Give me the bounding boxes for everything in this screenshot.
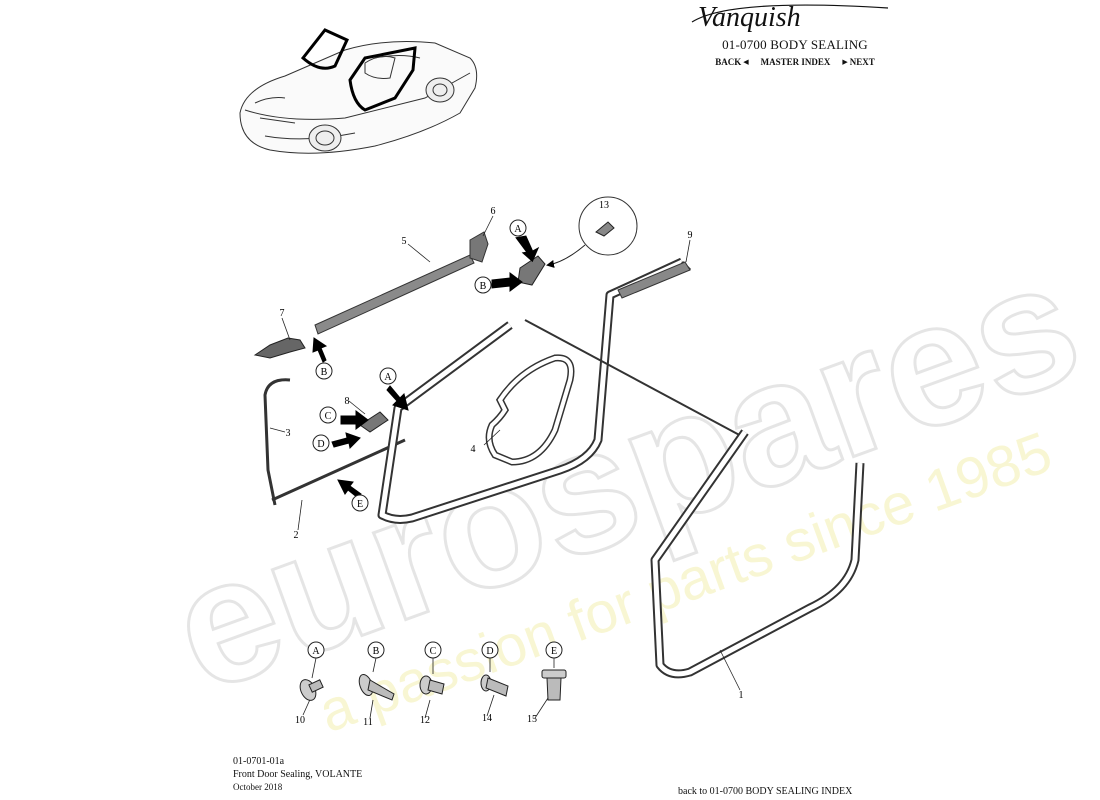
part-label-4: 4 (471, 444, 476, 455)
fastener-number-15: 15 (527, 714, 537, 725)
part-label-7: 7 (280, 308, 285, 319)
fastener-12: C 12 (419, 641, 445, 726)
callout-d: D (317, 439, 324, 450)
footer-code: 01-0701-01a (233, 756, 285, 767)
footer-info: 01-0701-01a Front Door Sealing, VOLANTE … (233, 755, 362, 794)
callout-a-2: A (384, 372, 392, 383)
callout-a-1: A (514, 224, 522, 235)
fastener-letter-e: E (551, 646, 557, 657)
fastener-number-14: 14 (482, 713, 492, 724)
fastener-14: D 14 (480, 641, 509, 724)
part-label-6: 6 (491, 206, 496, 217)
leader-lines (269, 215, 741, 719)
detail-pointer (546, 244, 586, 268)
fastener-letter-c: C (430, 646, 437, 657)
callout-c: C (325, 411, 332, 422)
brand-logo: Vanquish (691, 2, 889, 32)
part-4-inner-seal (485, 354, 575, 466)
fastener-15: E 15 (527, 641, 567, 725)
part-label-2: 2 (294, 530, 299, 541)
part-number-labels: 1 2 3 4 5 6 7 8 9 13 (280, 200, 744, 701)
part-2-sill (271, 438, 406, 502)
part-6-bracket (469, 231, 489, 263)
master-index-link[interactable]: MASTER INDEX (760, 57, 831, 67)
part-5-strip (314, 254, 475, 335)
section-title: 01-0700 BODY SEALING (722, 37, 868, 52)
back-link[interactable]: BACK◀ (715, 57, 750, 67)
fastener-11: B 11 (358, 641, 395, 728)
next-arrow-icon: ▶ (842, 58, 848, 66)
part-3-strip (263, 378, 291, 506)
next-link[interactable]: ▶NEXT (840, 57, 874, 67)
callout-b-1: B (480, 281, 487, 292)
fastener-10: A 10 (295, 641, 325, 726)
fastener-letter-a: A (312, 646, 320, 657)
footer-title: Front Door Sealing, VOLANTE (233, 769, 363, 780)
part-9-strip (617, 261, 691, 299)
part-label-5: 5 (402, 236, 407, 247)
part-label-3: 3 (286, 428, 291, 439)
next-label: NEXT (849, 57, 875, 67)
footer-date: October 2018 (233, 782, 283, 792)
back-label: BACK (715, 57, 742, 67)
part-7-clip (253, 337, 306, 359)
part-label-13: 13 (599, 200, 609, 211)
part-label-8: 8 (345, 396, 350, 407)
callout-arrows (312, 235, 540, 499)
fastener-number-12: 12 (420, 715, 430, 726)
part-label-9: 9 (688, 230, 693, 241)
part-13-detail (595, 221, 615, 237)
back-to-index-link[interactable]: back to 01-0700 BODY SEALING INDEX (678, 786, 853, 797)
diagram-letter-callouts: A B B A C D E (312, 219, 527, 512)
fastener-letter-b: B (373, 646, 380, 657)
part-8-clip (359, 411, 389, 433)
fastener-letter-d: D (486, 646, 493, 657)
callout-b-2: B (321, 367, 328, 378)
fastener-number-11: 11 (363, 717, 373, 728)
part-label-1: 1 (739, 690, 744, 701)
nav-bar: BACK◀ MASTER INDEX ▶NEXT (700, 57, 890, 67)
fastener-row: A 10 B 11 C 12 D (295, 641, 567, 728)
car-thumbnail (239, 28, 478, 154)
callout-e: E (357, 499, 363, 510)
back-arrow-icon: ◀ (743, 58, 749, 66)
fastener-number-10: 10 (295, 715, 305, 726)
part-1-body-seal (650, 429, 865, 679)
